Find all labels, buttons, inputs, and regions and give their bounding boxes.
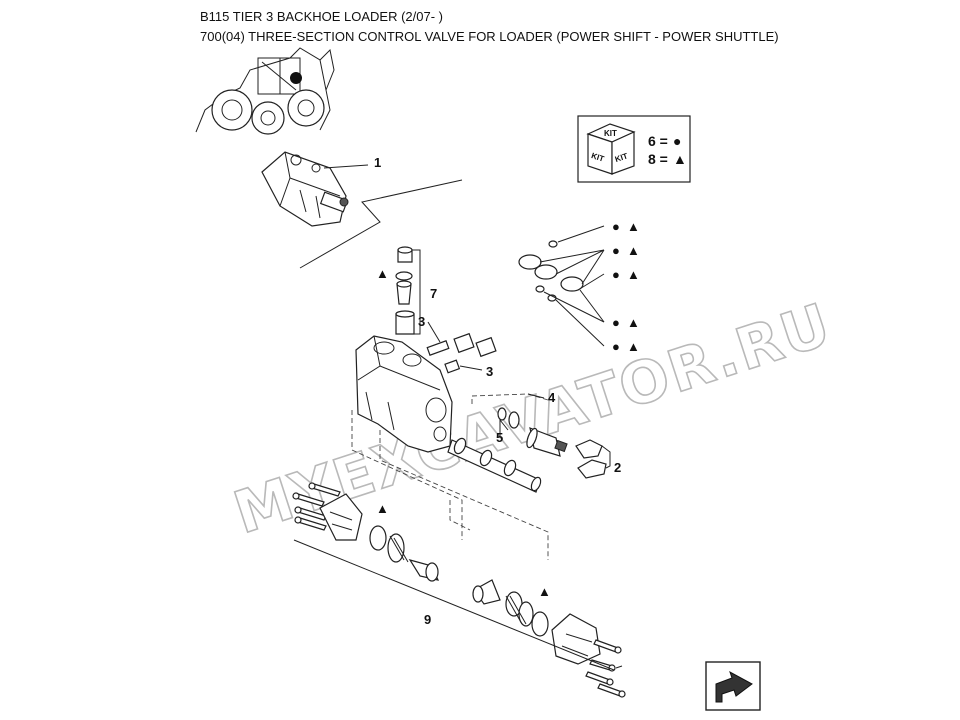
bracket-9	[293, 539, 623, 671]
callout-9: 9	[424, 612, 431, 627]
end-cap-left-group	[292, 482, 440, 582]
seal-pair	[497, 407, 520, 429]
kit-box-icon: KIT KIT KIT	[586, 123, 636, 175]
model-title: B115 TIER 3 BACKHOE LOADER (2/07- )	[200, 9, 443, 24]
leader-1	[323, 164, 369, 169]
kit-mark-2-triangle: ▲	[627, 243, 640, 258]
callout-7: 7	[430, 286, 437, 301]
leader-4	[527, 393, 545, 399]
kit-legend: KIT KIT KIT 6 = ● 8 = ▲	[577, 115, 691, 183]
watermark-text: MYEXCAVATOR.RU	[226, 290, 840, 547]
bracket-7	[412, 249, 421, 335]
leader-3-bottom	[459, 365, 483, 371]
kit-triangle-9-right: ▲	[538, 584, 551, 599]
kit-mark-4-circle: ●	[612, 315, 620, 330]
location-marker-icon	[290, 72, 302, 84]
callout-4: 4	[548, 390, 556, 405]
callout-3-bottom: 3	[486, 364, 493, 379]
callout-3-top: 3	[418, 314, 425, 329]
spool	[447, 437, 542, 493]
kit-mark-3-triangle: ▲	[627, 267, 640, 282]
kit-mark-1-circle: ●	[612, 219, 620, 234]
break-line	[299, 179, 463, 269]
callout-2: 2	[614, 460, 621, 475]
callout-1: 1	[374, 155, 381, 170]
kit-box-label-side: KIT	[590, 151, 605, 164]
kit-mark-1-triangle: ▲	[627, 219, 640, 234]
kit-box-label: KIT	[604, 129, 617, 138]
end-cap-right-group	[472, 579, 626, 698]
kit-entry-6-symbol: ●	[673, 133, 681, 149]
callout-5: 5	[496, 430, 503, 445]
valve-assembly	[261, 151, 349, 227]
kit-mark-4-triangle: ▲	[627, 315, 640, 330]
bracket-clamps	[575, 439, 607, 479]
kit-entry-6-number: 6 =	[648, 133, 668, 149]
bracket-2	[601, 445, 611, 469]
section-title: 700(04) THREE-SECTION CONTROL VALVE FOR …	[200, 29, 779, 44]
backhoe-thumbnail	[195, 47, 335, 135]
spool-end-cap	[526, 427, 568, 457]
kit-entry-8-number: 8 =	[648, 151, 668, 167]
kit-mark-3-circle: ●	[612, 267, 620, 282]
leader-5	[499, 418, 509, 436]
kit-mark-5-triangle: ▲	[627, 339, 640, 354]
leader-3-top	[427, 321, 441, 343]
kit-entry-8-symbol: ▲	[673, 151, 687, 167]
kit-triangle-7: ▲	[376, 266, 389, 281]
next-page-arrow-icon[interactable]	[705, 661, 761, 711]
kit-box-label-front: KIT	[614, 151, 629, 164]
kit-mark-5-circle: ●	[612, 339, 620, 354]
bolt-set-left	[292, 482, 341, 531]
o-ring-set	[518, 240, 584, 302]
kit-triangle-9-left: ▲	[376, 501, 389, 516]
kit-mark-2-circle: ●	[612, 243, 620, 258]
plug-group	[426, 332, 497, 374]
relief-valve-group	[395, 246, 415, 335]
